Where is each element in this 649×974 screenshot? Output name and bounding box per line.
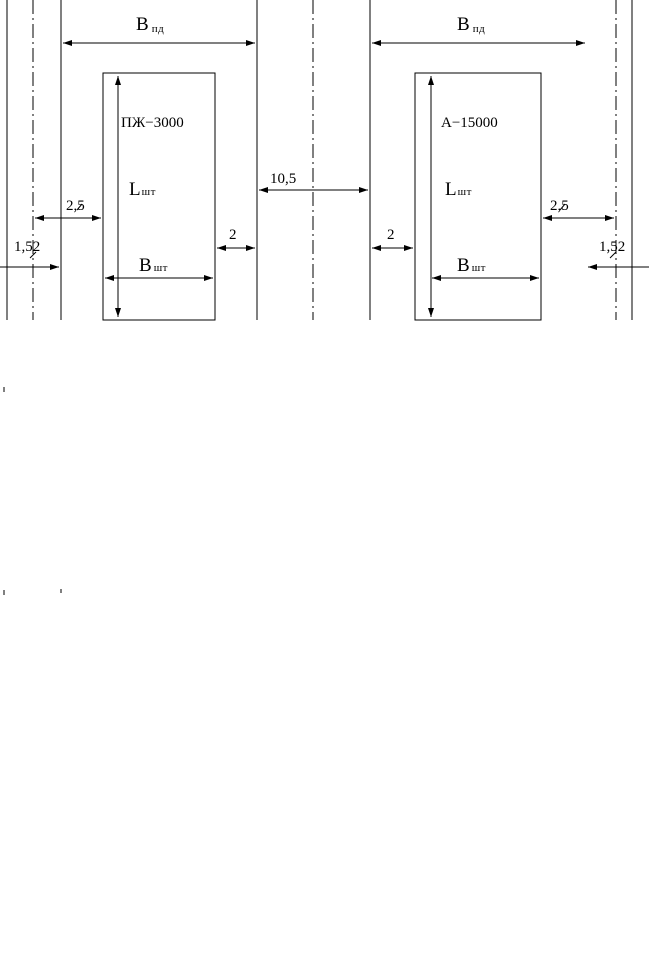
gap-dimension-label-right: 2,5 — [550, 198, 569, 214]
stack-right — [414, 72, 542, 321]
stack-left — [102, 72, 216, 321]
tick-mark — [559, 203, 566, 211]
tick-mark — [76, 203, 83, 211]
edge-dimension-label-left: 1,52 — [14, 239, 40, 255]
length-stack-label-right: Lшт — [445, 179, 472, 200]
aisle-dimension-label-right: 2 — [387, 227, 395, 243]
aisle-dimension-label-left: 2 — [229, 227, 237, 243]
edge-dimension-label-right: 1,52 — [599, 239, 625, 255]
tick-mark — [29, 251, 37, 259]
length-stack-label-left: Lшт — [129, 179, 156, 200]
tick-mark — [609, 251, 617, 259]
machine-label-left: ПЖ−3000 — [121, 115, 184, 131]
machine-label-right: A−15000 — [441, 115, 498, 131]
center-dimension-label: 10,5 — [270, 171, 296, 187]
gap-dimension-label-left: 2,5 — [66, 198, 85, 214]
